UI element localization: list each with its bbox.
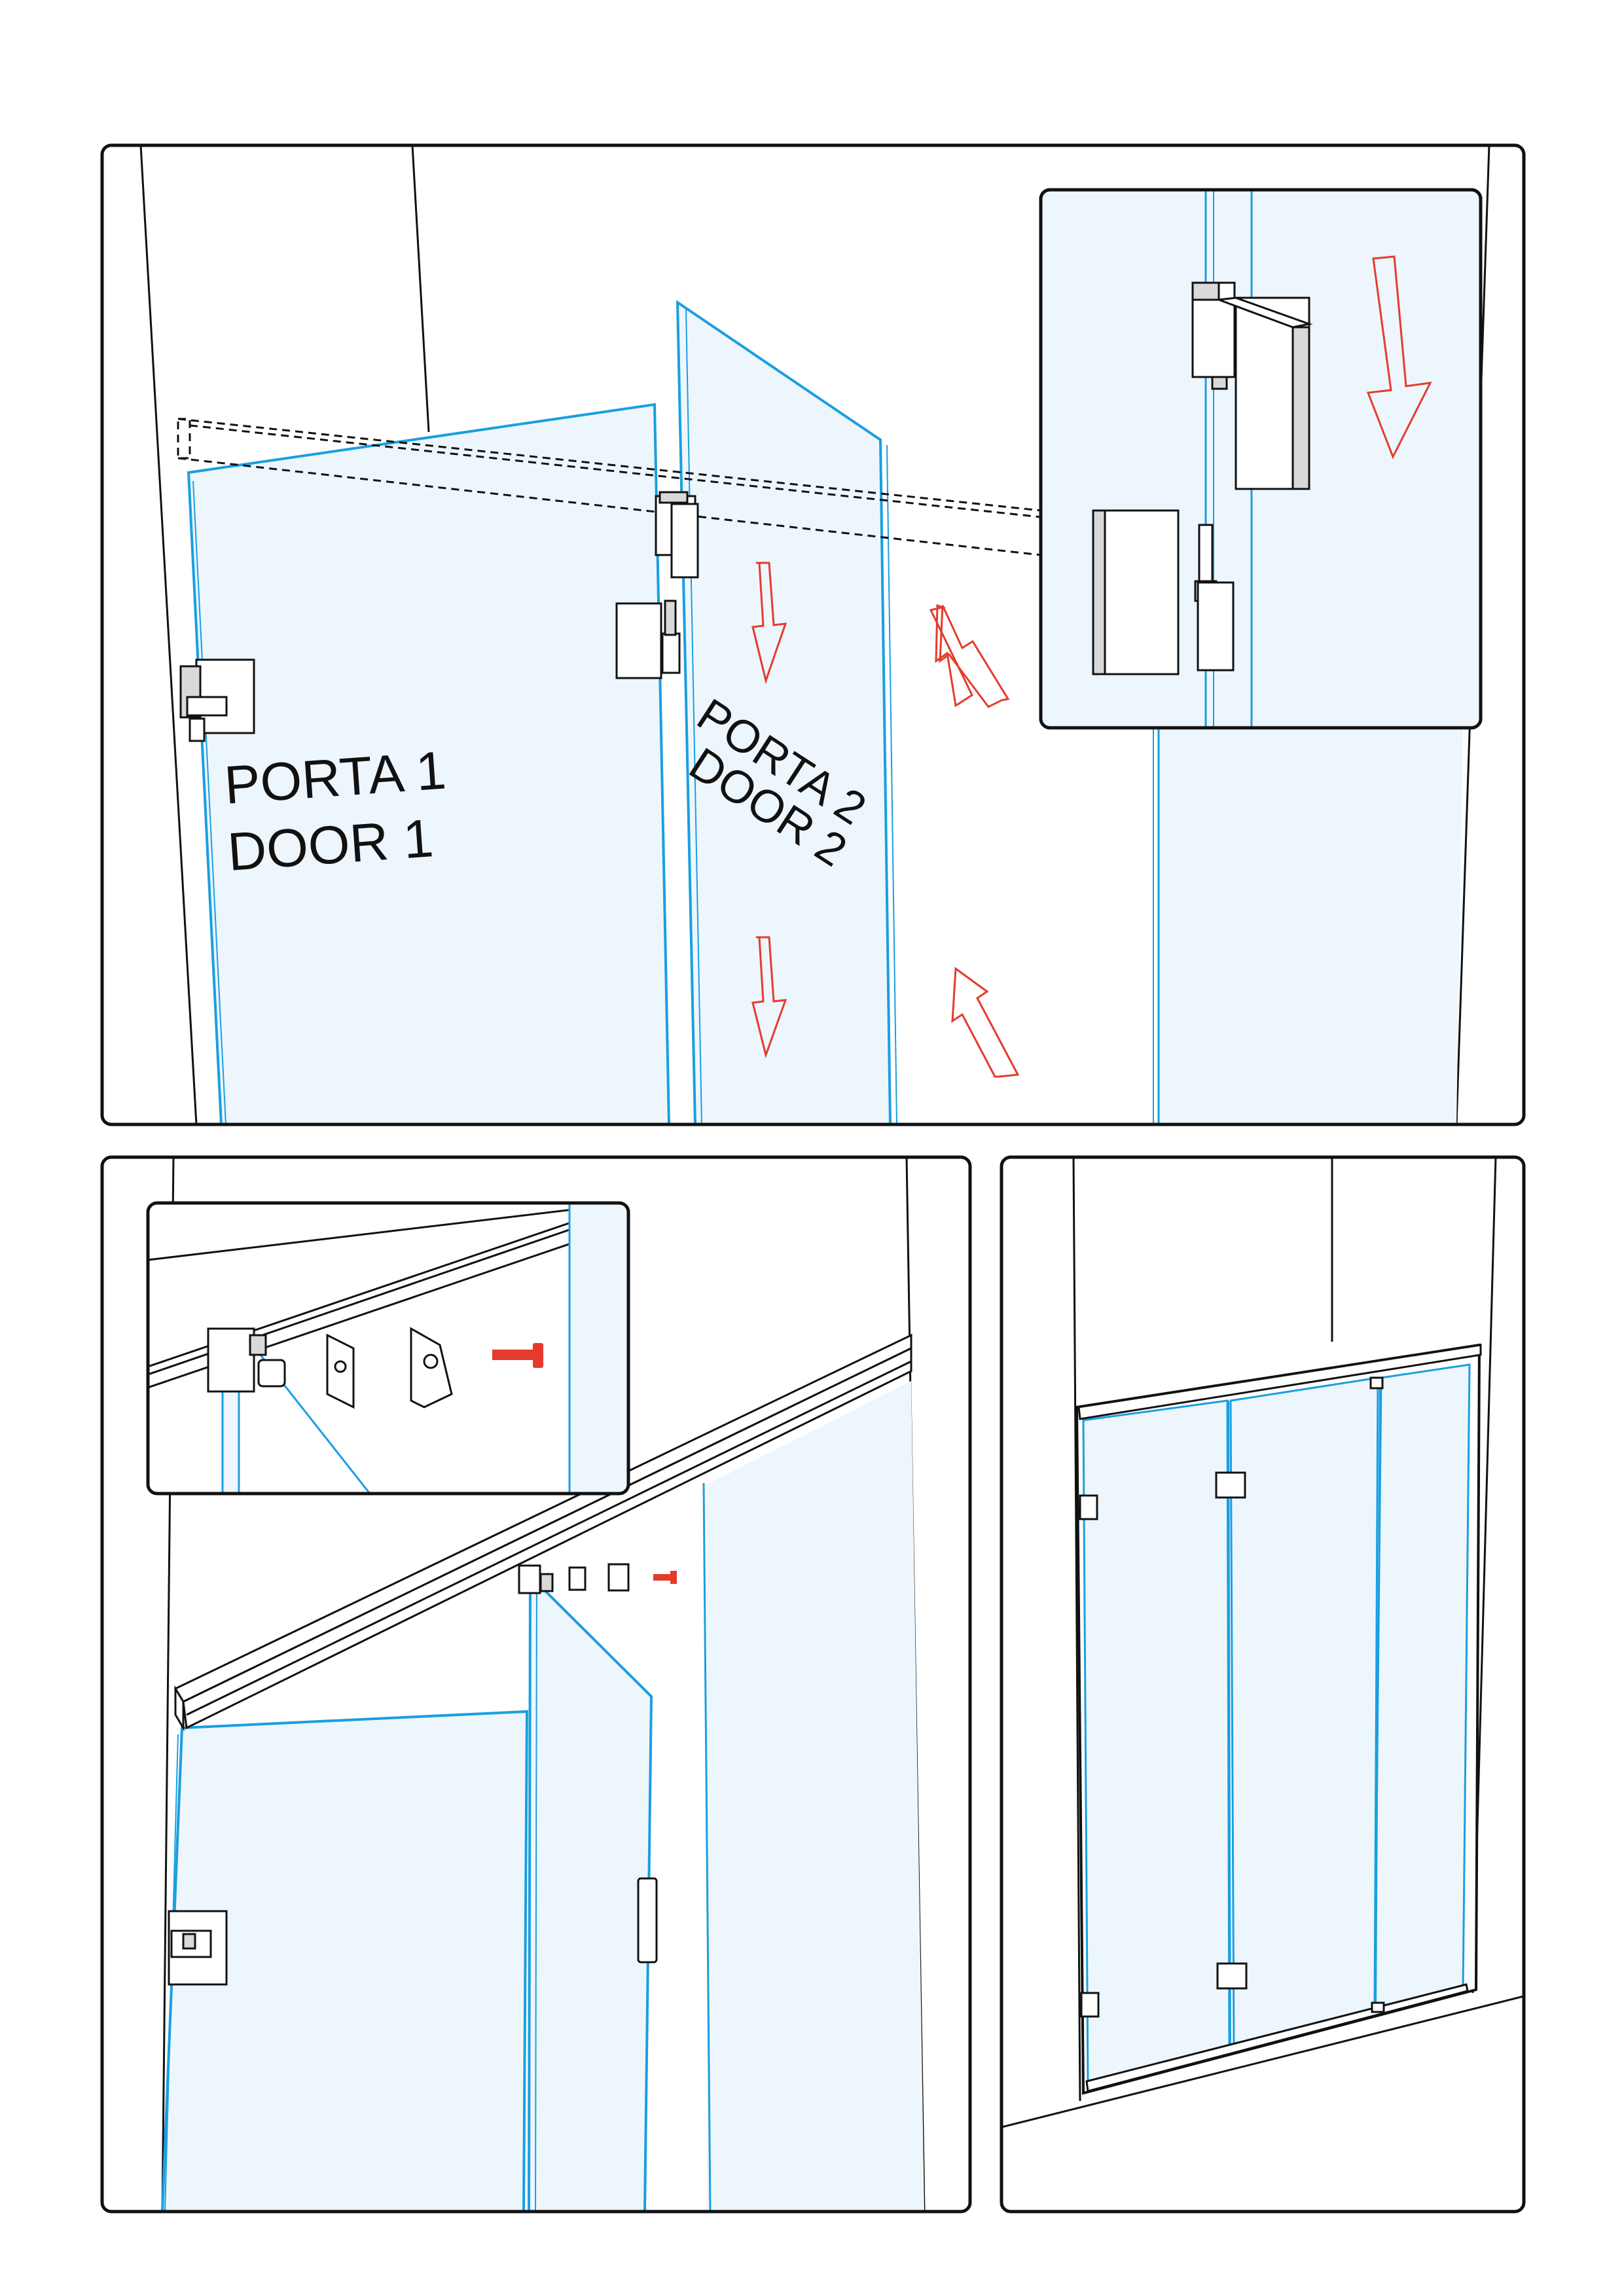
door-hinge-upper [655, 491, 699, 579]
bracket-detail-inset [146, 1201, 630, 1496]
fixed-glass-panel [1373, 1363, 1471, 2012]
top-rail [173, 1333, 912, 1732]
door-1-glass [1082, 1399, 1231, 2086]
door-handle [637, 1877, 658, 1964]
arrow-down-icon [751, 562, 787, 1059]
top-rail-guide [177, 418, 1041, 556]
arrow-down-icon [1366, 255, 1432, 459]
arrow-up-icon [929, 603, 1020, 1078]
panel-top: PORTA 1 DOOR 1 PORTA 2 DOOR 2 [100, 143, 1526, 1126]
top-rail [1077, 1344, 1482, 1420]
door-2-glass [1229, 1376, 1379, 2050]
fixed-glass-panel [1159, 728, 1463, 1124]
fixed-glass-panel [707, 1381, 924, 2212]
wall-hinge [168, 1910, 228, 1986]
screw-icon [653, 1571, 677, 1584]
panel-bottom-left [100, 1155, 972, 2214]
hinge-set [1079, 1376, 1385, 2018]
panel-bottom-right [1000, 1155, 1526, 2214]
door-hinge-lower [615, 600, 681, 679]
screw-icon [492, 1343, 543, 1368]
wall-hinge [179, 658, 255, 742]
door-2-glass [676, 300, 892, 1124]
hinge-detail-inset [1039, 188, 1483, 730]
door-2-glass [527, 1573, 653, 2212]
rail-bracket [518, 1563, 630, 1594]
door-1-glass [187, 403, 671, 1124]
door-1-label-line2: DOOR 1 [226, 808, 435, 882]
